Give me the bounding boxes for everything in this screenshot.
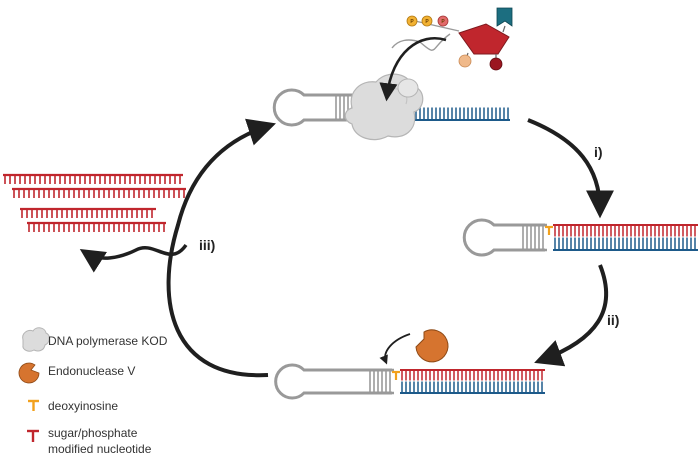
step-iii-label: iii) — [199, 237, 215, 253]
legend-label: modified nucleotide — [48, 442, 152, 456]
legend-label: deoxyinosine — [48, 399, 118, 413]
step-i-arrow — [527, 118, 614, 219]
released-modified-strands — [3, 173, 186, 232]
modified-nucleotide-icon — [27, 429, 39, 442]
legend-item-modified-nucleotide: sugar/phosphate modified nucleotide — [27, 426, 152, 456]
hairpin-loop — [462, 218, 545, 257]
phosphate-label: P — [410, 19, 414, 25]
release-arrow — [79, 243, 188, 273]
phosphate-label: P — [441, 19, 445, 25]
step-iii-arrow — [166, 118, 276, 378]
step-i-label: i) — [594, 144, 603, 160]
legend-item-endonuclease: Endonuclease V — [18, 362, 135, 384]
legend-label: sugar/phosphate — [48, 426, 138, 440]
step-ii-arrow — [534, 264, 609, 367]
sugar-modification-icon — [458, 54, 472, 68]
legend-label: DNA polymerase KOD — [48, 334, 168, 348]
nucleobase-icon — [496, 7, 513, 27]
polymerase-icon — [22, 327, 50, 352]
endonuclease-icon — [415, 329, 449, 363]
nick-arrow — [379, 333, 411, 365]
hairpin-loop — [272, 88, 358, 127]
legend: DNA polymerase KOD Endonuclease V deoxyi… — [18, 327, 168, 456]
hairpin-loop — [274, 363, 392, 400]
hairpin-construct-nicked — [274, 363, 545, 400]
nucleotide-triphosphate: P P P — [391, 7, 513, 71]
sugar-ring-icon — [458, 23, 510, 55]
legend-item-polymerase: DNA polymerase KOD — [22, 327, 168, 352]
phosphate-icon — [406, 15, 418, 27]
phosphate-label: P — [425, 19, 429, 25]
deoxyinosine-icon — [28, 399, 39, 411]
polymerase-icon — [344, 73, 424, 141]
incorporation-arrow — [379, 37, 447, 102]
endonuclease-icon — [18, 362, 40, 384]
hairpin-construct-extended — [462, 218, 698, 257]
legend-label: Endonuclease V — [48, 364, 135, 378]
sugar-modification-icon — [489, 57, 503, 71]
modified-phosphate-icon — [437, 15, 449, 27]
step-ii-label: ii) — [607, 312, 619, 328]
legend-item-deoxyinosine: deoxyinosine — [28, 399, 118, 413]
phosphate-icon — [421, 15, 433, 27]
